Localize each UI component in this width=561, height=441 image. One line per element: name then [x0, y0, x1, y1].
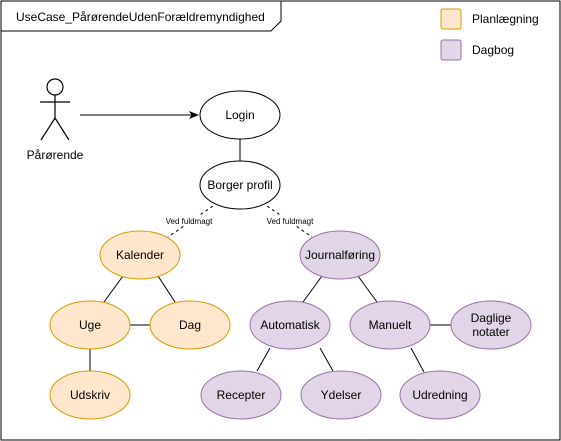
edge-kalender-uge	[103, 275, 124, 303]
node-daglige-notater-label-line1: Daglige	[471, 311, 512, 325]
node-udredning[interactable]	[399, 370, 481, 420]
node-journalforing-label: Journalføring	[305, 248, 375, 262]
node-automatisk-label: Automatisk	[260, 318, 320, 332]
edge-kalender-dag	[157, 275, 176, 303]
actor-head	[46, 78, 64, 96]
actor-leg-left	[40, 117, 56, 141]
node-journalforing[interactable]	[299, 230, 381, 280]
node-manuelt[interactable]	[349, 300, 431, 350]
node-ydelser-label: Ydelser	[321, 388, 362, 402]
edge-label-kalender: Ved fuldmagt	[166, 217, 213, 226]
node-borger-profil-label: Borger profil	[207, 178, 272, 192]
actor-leg-right	[54, 117, 70, 141]
node-uge-label: Uge	[79, 318, 101, 332]
legend-swatch-diary	[440, 39, 462, 61]
node-automatisk[interactable]	[249, 300, 331, 350]
node-udskriv[interactable]	[49, 370, 131, 420]
node-dag-label: Dag	[179, 318, 201, 332]
node-daglige-notater-label-line2: notater	[472, 325, 509, 339]
edge-journalforing-manuelt	[357, 275, 378, 303]
edge-journalforing-automatisk	[302, 275, 323, 303]
node-udskriv-label: Udskriv	[70, 388, 110, 402]
edge-label-journalforing: Ved fuldmagt	[267, 217, 314, 226]
node-ydelser[interactable]	[300, 370, 382, 420]
node-dag[interactable]	[149, 300, 231, 350]
node-recepter-label: Recepter	[217, 388, 266, 402]
node-kalender-label: Kalender	[116, 248, 164, 262]
node-manuelt-label: Manuelt	[369, 318, 412, 332]
node-daglige-notater[interactable]	[450, 300, 532, 350]
edge-manuelt-udredning	[410, 347, 425, 373]
edge-automatisk-recepter	[256, 347, 271, 372]
node-kalender[interactable]	[99, 230, 181, 280]
node-udredning-label: Udredning	[412, 388, 467, 402]
node-uge[interactable]	[49, 300, 131, 350]
frame-title: UseCase_PårørendeUdenForældremyndighed	[16, 10, 265, 24]
edge-label-bg-journalforing	[264, 216, 316, 226]
frame-title-tab	[0, 0, 282, 32]
node-login[interactable]	[199, 90, 281, 140]
node-login-label: Login	[225, 108, 254, 122]
node-borger-profil[interactable]	[199, 160, 281, 210]
edge-label-bg-kalender	[163, 216, 215, 226]
actor-parorende	[40, 78, 70, 141]
legend-swatch-planning	[440, 8, 462, 30]
legend-label-planning: Planlægning	[472, 12, 539, 26]
node-recepter[interactable]	[200, 370, 282, 420]
actor-label: Pårørende	[27, 148, 84, 162]
legend-label-diary: Dagbog	[472, 43, 514, 57]
edge-automatisk-ydelser	[319, 347, 334, 372]
